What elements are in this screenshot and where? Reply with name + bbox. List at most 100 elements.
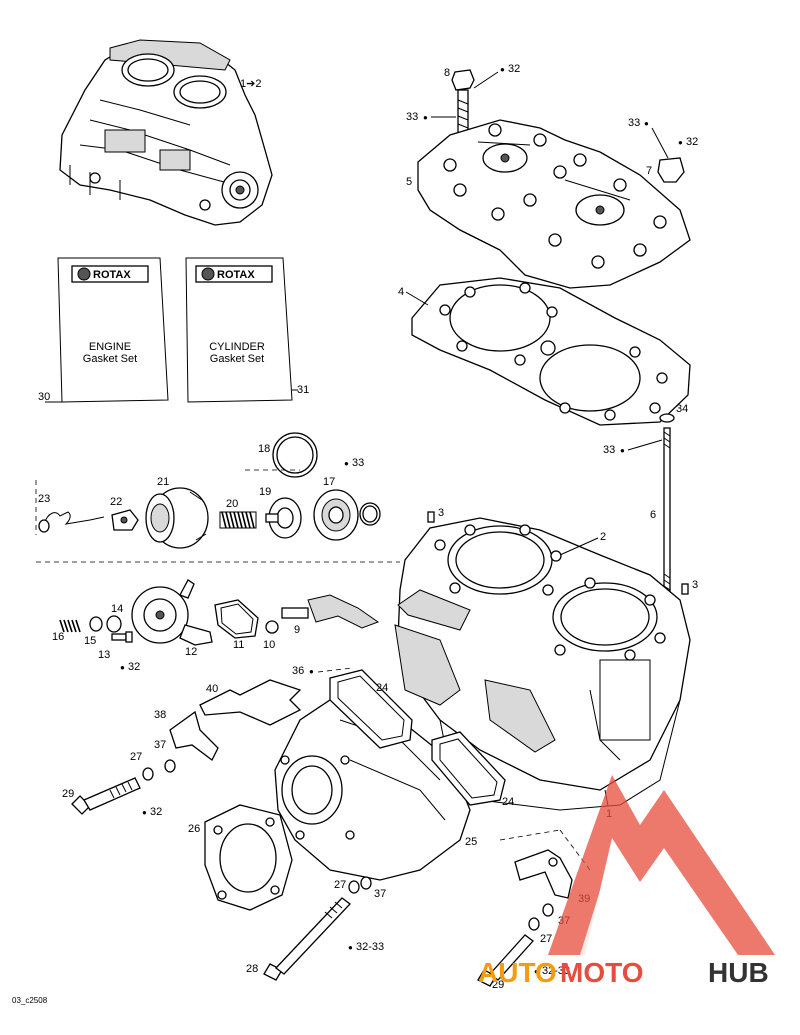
callout-24a: 24 — [376, 682, 388, 694]
callout-7: 7 — [646, 165, 652, 177]
lubricant-drop-icon-4: ● — [678, 138, 683, 147]
callout-16: 16 — [52, 631, 64, 643]
cylinder-block — [394, 517, 691, 811]
fastener-ref-33b: 33 — [628, 117, 640, 129]
callout-27b: 27 — [334, 879, 346, 891]
washer-15 — [89, 616, 103, 632]
callout-17: 17 — [323, 476, 335, 488]
engine-kit-brand: ROTAX — [93, 269, 131, 281]
heat-shield-40 — [199, 679, 302, 726]
watermark-text-moto: MOTO — [560, 957, 643, 988]
valve-piston-19 — [265, 497, 302, 539]
callout-27a: 27 — [130, 751, 142, 763]
callout-20: 20 — [226, 498, 238, 510]
callout-37a: 37 — [154, 739, 166, 751]
callout-25: 25 — [465, 836, 477, 848]
callout-23: 23 — [38, 493, 50, 505]
callout-14: 14 — [111, 603, 123, 615]
fastener-ref-3233a: 32-33 — [356, 941, 384, 953]
callout-38: 38 — [154, 709, 166, 721]
pump-housing-12 — [131, 579, 213, 646]
callout-26: 26 — [188, 823, 200, 835]
lubricant-drop-icon-7: ● — [120, 663, 125, 672]
callout-13: 13 — [98, 649, 110, 661]
lubricant-drop-icon-10: ● — [348, 943, 353, 952]
lubricant-drop-icon-9: ● — [142, 808, 147, 817]
lock-washer-27a — [142, 767, 154, 781]
callout-29a: 29 — [62, 788, 74, 800]
callout-31: 31 — [297, 384, 309, 396]
watermark-text-hub: HUB — [708, 957, 769, 988]
callout-15: 15 — [84, 635, 96, 647]
callout-3a: 3 — [438, 507, 444, 519]
callout-28: 28 — [246, 963, 258, 975]
bolt-29a — [71, 777, 141, 815]
callout-2: 2 — [600, 531, 606, 543]
lubricant-drop-icon-11: ● — [534, 967, 539, 976]
rotax-logo-icon — [77, 267, 91, 281]
fastener-ref-33c: 33 — [603, 444, 615, 456]
o-ring-18 — [272, 432, 318, 478]
head-gasket — [411, 277, 691, 426]
valve-seal-17 — [313, 489, 359, 541]
cylinder-gasket-set-kit: ROTAX CYLINDER Gasket Set — [185, 257, 298, 403]
lubricant-drop-icon-5: ● — [620, 446, 625, 455]
lubricant-drop-icon-3: ● — [644, 119, 649, 128]
spring-20 — [219, 511, 257, 529]
fastener-ref-3233b: 32-33 — [542, 965, 570, 977]
callout-1-to-2: 1➔2 — [240, 78, 261, 90]
dowel-pin-3 — [427, 511, 435, 523]
fastener-ref-32b: 32 — [686, 136, 698, 148]
lubricant-drop-icon: ● — [500, 65, 505, 74]
bolt-28 — [263, 897, 351, 981]
o-ring-10 — [265, 620, 279, 634]
screw-13 — [111, 631, 133, 643]
engine-assembly-illustration — [59, 39, 273, 226]
manifold-gasket-24a — [329, 669, 413, 749]
exhaust-manifold — [274, 699, 471, 881]
callout-29b: 29 — [492, 979, 504, 991]
callout-8: 8 — [444, 67, 450, 79]
callout-9: 9 — [294, 624, 300, 636]
callout-27c: 27 — [540, 933, 552, 945]
engine-kit-line2: Gasket Set — [83, 353, 137, 365]
cylinder-stud — [659, 413, 675, 609]
lubricant-drop-icon-8: ● — [309, 667, 314, 676]
callout-36: 36 — [292, 665, 304, 677]
watermark-text-auto: AUTO — [478, 957, 557, 988]
callout-40: 40 — [206, 683, 218, 695]
callout-5: 5 — [406, 176, 412, 188]
fastener-ref-32c: 32 — [128, 661, 140, 673]
lubricant-drop-icon-6: ● — [344, 459, 349, 468]
lubricant-drop-icon-2: ● — [423, 113, 428, 122]
elbow-fitting-9 — [281, 594, 380, 629]
spring-clip-23 — [38, 511, 105, 533]
callout-37b: 37 — [374, 888, 386, 900]
callout-4: 4 — [398, 286, 404, 298]
washer-37b — [360, 876, 372, 890]
callout-24b: 24 — [502, 796, 514, 808]
manifold-gasket-24b — [431, 731, 506, 806]
rotax-logo-icon-2 — [201, 267, 215, 281]
callout-12: 12 — [185, 646, 197, 658]
callout-18: 18 — [258, 443, 270, 455]
watermark-logo — [548, 775, 775, 955]
fastener-ref-33d: 33 — [352, 457, 364, 469]
washer-37a — [164, 759, 176, 773]
cylinder-kit-line1: CYLINDER — [209, 341, 265, 353]
lock-washer-27c — [528, 917, 540, 931]
callout-11: 11 — [233, 639, 244, 651]
spring-16 — [59, 619, 81, 633]
seal-14 — [106, 615, 122, 633]
callout-21: 21 — [157, 476, 169, 488]
fastener-ref-33a: 33 — [406, 111, 418, 123]
fastener-ref-32d: 32 — [150, 806, 162, 818]
callout-10: 10 — [263, 639, 275, 651]
cylinder-head-bolt-8 — [451, 69, 475, 139]
callout-22: 22 — [110, 496, 122, 508]
fastener-ref-32a: 32 — [508, 63, 520, 75]
cover-22 — [111, 509, 139, 531]
callout-34: 34 — [676, 403, 688, 415]
gasket-11 — [214, 599, 259, 639]
